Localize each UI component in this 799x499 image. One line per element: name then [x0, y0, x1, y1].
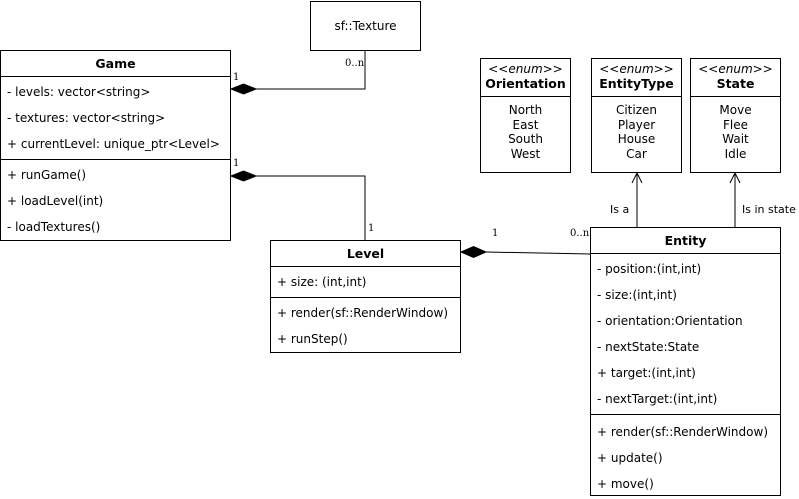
- game-attribute: - textures: vector<string>: [7, 111, 166, 125]
- game-method: - loadTextures(): [7, 220, 101, 234]
- enum-value: Citizen: [615, 103, 658, 117]
- entity-attribute: - size:(int,int): [597, 288, 677, 302]
- entity-type-arrowhead: [631, 171, 643, 184]
- enum-value: South: [508, 132, 543, 146]
- game-method: + loadLevel(int): [7, 194, 104, 208]
- game-texture-multiplicity-texture: 0..n: [345, 58, 365, 69]
- entity-type-enum-divider: [592, 96, 681, 97]
- orientation-enum-stereotype: <<enum>>: [488, 62, 563, 76]
- enum-value: House: [617, 132, 656, 146]
- level-method: + runStep(): [277, 332, 348, 346]
- orientation-enum-values: North East South West: [481, 103, 570, 161]
- state-dependency-label: Is in state: [742, 203, 796, 216]
- enum-value: East: [512, 117, 539, 132]
- state-arrowhead: [729, 171, 741, 184]
- state-enum-name: State: [716, 76, 755, 91]
- game-method: + runGame(): [7, 168, 87, 182]
- enum-value: North: [508, 103, 543, 117]
- level-entity-composition-diamond: [459, 245, 488, 259]
- state-enum-values: Move Flee Wait Idle: [691, 103, 780, 161]
- entity-method: + move(): [597, 477, 654, 491]
- enum-value: West: [510, 146, 541, 161]
- enum-value: Idle: [724, 146, 747, 161]
- texture-class-box[interactable]: sf::Texture: [310, 1, 421, 51]
- game-class-box[interactable]: Game - levels: vector<string> - textures…: [0, 50, 231, 241]
- level-attribute: + size: (int,int): [277, 275, 367, 289]
- entity-attributes: - position:(int,int) - size:(int,int) - …: [591, 254, 780, 415]
- level-class-name: Level: [271, 241, 460, 267]
- state-enum-stereotype: <<enum>>: [698, 62, 773, 76]
- level-methods: + render(sf::RenderWindow) + runStep(): [271, 298, 460, 352]
- orientation-enum-divider: [481, 96, 570, 97]
- entity-type-enum-name: EntityType: [599, 76, 674, 91]
- entity-attribute: + target:(int,int): [597, 366, 696, 380]
- level-attributes: + size: (int,int): [271, 267, 460, 298]
- game-attributes: - levels: vector<string> - textures: vec…: [1, 77, 230, 160]
- entity-type-dependency-label: Is a: [610, 203, 630, 216]
- game-attribute: - levels: vector<string>: [7, 85, 151, 99]
- enum-value: Flee: [722, 117, 748, 132]
- entity-type-enum-stereotype: <<enum>>: [599, 62, 674, 76]
- game-level-multiplicity-game: 1: [233, 158, 240, 169]
- entity-methods: + render(sf::RenderWindow) + update() + …: [591, 415, 780, 497]
- entity-class-name: Entity: [591, 228, 780, 254]
- game-texture-multiplicity-game: 1: [233, 72, 240, 83]
- enum-value: Player: [617, 117, 656, 132]
- game-class-name: Game: [1, 51, 230, 77]
- game-texture-association-line: [256, 50, 366, 90]
- level-class-box[interactable]: Level + size: (int,int) + render(sf::Ren…: [270, 240, 461, 353]
- entity-class-box[interactable]: Entity - position:(int,int) - size:(int,…: [590, 227, 781, 496]
- entity-method: + update(): [597, 451, 663, 465]
- game-level-composition-diamond: [229, 170, 258, 182]
- level-method: + render(sf::RenderWindow): [277, 306, 448, 320]
- state-enum-divider: [691, 96, 780, 97]
- game-level-multiplicity-level: 1: [368, 223, 375, 234]
- enum-value: Move: [719, 103, 752, 117]
- enum-value: Wait: [722, 132, 749, 146]
- entity-attribute: - nextState:State: [597, 340, 700, 354]
- orientation-enum-name: Orientation: [485, 76, 566, 91]
- game-level-association-line: [256, 175, 366, 240]
- texture-class-name: sf::Texture: [334, 19, 397, 33]
- game-methods: + runGame() + loadLevel(int) - loadTextu…: [1, 160, 230, 240]
- orientation-enum-box[interactable]: <<enum>> Orientation North East South We…: [480, 58, 571, 173]
- enum-value: Car: [626, 146, 647, 161]
- level-entity-multiplicity-level: 1: [492, 228, 499, 239]
- entity-attribute: - nextTarget:(int,int): [597, 392, 718, 406]
- entity-method: + render(sf::RenderWindow): [597, 425, 768, 439]
- entity-attribute: - position:(int,int): [597, 262, 702, 276]
- state-enum-box[interactable]: <<enum>> State Move Flee Wait Idle: [690, 58, 781, 173]
- entity-attribute: - orientation:Orientation: [597, 314, 743, 328]
- entity-type-enum-values: Citizen Player House Car: [592, 103, 681, 161]
- game-texture-composition-diamond: [229, 83, 258, 95]
- level-entity-multiplicity-entity: 0..n: [570, 228, 590, 239]
- level-entity-association-line: [485, 251, 592, 255]
- entity-type-enum-box[interactable]: <<enum>> EntityType Citizen Player House…: [591, 58, 682, 173]
- game-attribute: + currentLevel: unique_ptr<Level>: [7, 137, 220, 151]
